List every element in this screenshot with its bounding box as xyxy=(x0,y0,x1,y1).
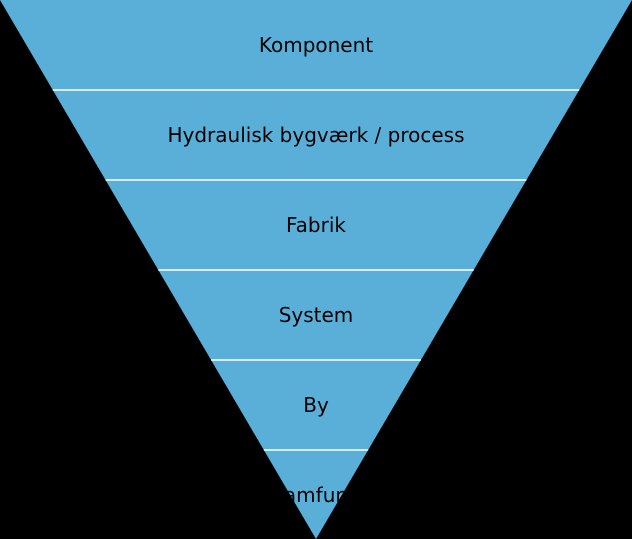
pyramid-level-label: Hydraulisk bygværk / process xyxy=(167,123,464,147)
pyramid-level-label: Samfund xyxy=(271,483,361,507)
pyramid-level-label: System xyxy=(279,303,354,327)
pyramid-level-label: Komponent xyxy=(259,33,373,57)
pyramid-level-label: Fabrik xyxy=(286,213,346,237)
pyramid-level-label: By xyxy=(303,393,329,417)
